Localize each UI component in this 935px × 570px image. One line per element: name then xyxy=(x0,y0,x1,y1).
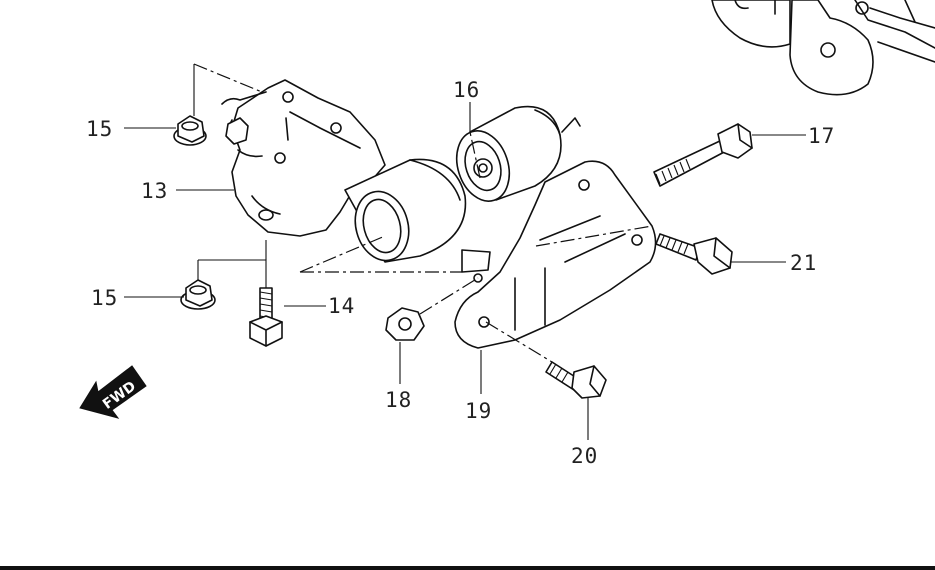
callout-20: 20 xyxy=(571,444,598,468)
callout-18: 18 xyxy=(385,388,412,412)
callout-15-upper: 15 xyxy=(86,117,113,141)
partial-assembly-top-right xyxy=(711,0,935,96)
assembly-guide-lines xyxy=(193,63,653,363)
fwd-arrow-icon: FWD xyxy=(79,365,147,419)
part-16-rubber-bushing xyxy=(455,105,581,202)
part-18-nut xyxy=(385,307,425,341)
bottom-divider xyxy=(0,566,935,570)
part-15-nut-lower xyxy=(180,279,216,310)
callout-21: 21 xyxy=(790,251,817,275)
leader-lines xyxy=(124,102,806,440)
callout-19: 19 xyxy=(465,399,492,423)
part-17-long-bolt xyxy=(653,123,753,187)
part-14-stud-bolt xyxy=(249,287,283,347)
callout-13: 13 xyxy=(141,179,168,203)
part-20-flange-bolt xyxy=(545,361,607,399)
part-21-flange-bolt xyxy=(655,233,733,275)
callout-16: 16 xyxy=(453,78,480,102)
callout-14: 14 xyxy=(328,294,355,318)
callout-17: 17 xyxy=(808,124,835,148)
part-15-nut-upper xyxy=(173,115,207,146)
callout-15-lower: 15 xyxy=(91,286,118,310)
part-13-mounting-bracket xyxy=(221,79,467,263)
